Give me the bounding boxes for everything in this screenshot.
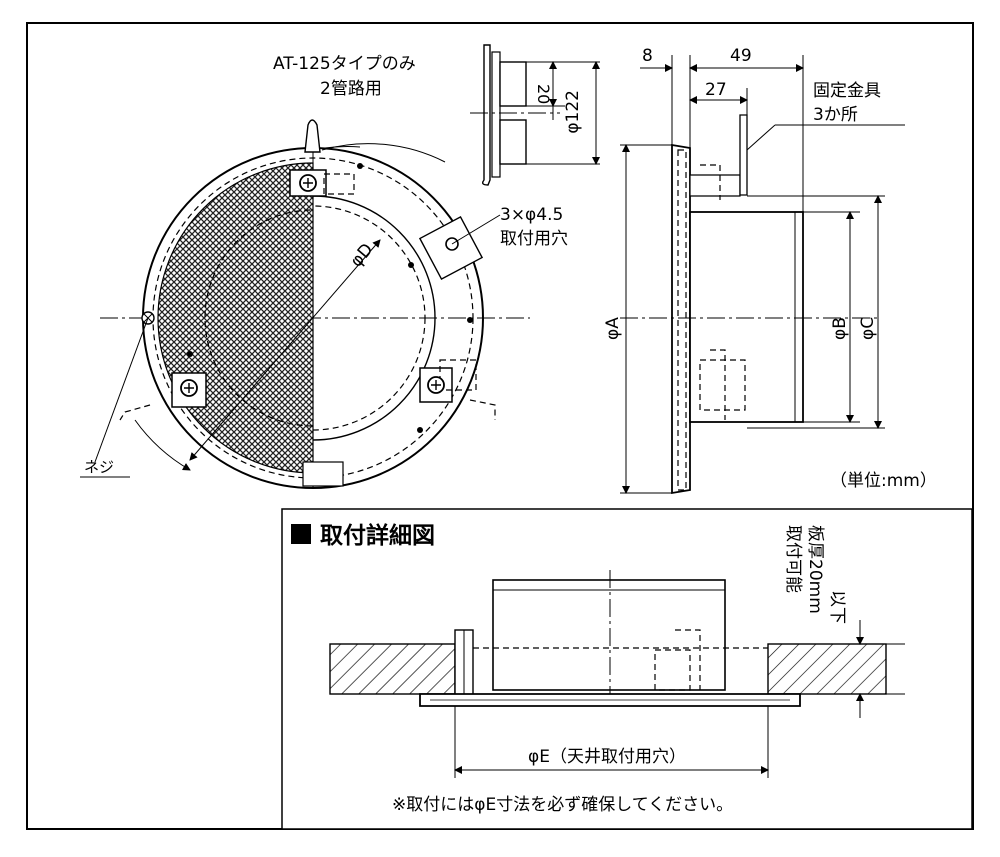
dual-duct-profile: 20 φ122: [470, 44, 600, 186]
fix-label-line1: 固定金具: [813, 81, 881, 101]
dim-phiB: φB: [830, 317, 850, 340]
phiD-dimension-line: [189, 239, 381, 461]
side-body: [689, 211, 804, 423]
dim-phiC: φC: [858, 317, 878, 340]
hole-label-line2: 取付用穴: [500, 229, 568, 249]
side-flange: [671, 143, 691, 495]
at125-label-line2: 2管路用: [320, 79, 382, 99]
phiD-label: φD: [347, 240, 378, 271]
thickness-line3: 以下: [827, 590, 847, 624]
dim-49: 49: [730, 46, 752, 66]
clamp-lower-left: [171, 372, 207, 408]
front-view: φD ネジ 3×φ4.5 取付用穴 AT-125タイプのみ 2管路用: [80, 54, 568, 490]
top-tab: [304, 119, 321, 153]
screw-label: ネジ: [84, 458, 114, 476]
clamp-lower-right: [419, 359, 477, 403]
thickness-line2: 板厚20mm: [805, 525, 825, 614]
phiE-label: φE（天井取付用穴）: [528, 747, 686, 767]
detail-panel: 取付詳細図 取付可能 板厚20mm 以下 φE（天井取付用穴） ※取付にはφE寸…: [281, 508, 973, 830]
side-view: 8 49 27 固定金具 3か所 φA φB φC （単位:mm）: [603, 46, 937, 495]
dim-8: 8: [642, 46, 653, 66]
detail-note: ※取付にはφE寸法を必ず確保してください。: [392, 795, 733, 815]
detail-title: 取付詳細図: [320, 522, 435, 549]
dim-phiA: φA: [603, 317, 623, 340]
detail-body: [492, 579, 726, 691]
dim-27: 27: [705, 80, 727, 100]
fix-label-line2: 3か所: [813, 105, 858, 125]
dim-20: 20: [534, 84, 553, 104]
thickness-line1: 取付可能: [783, 525, 803, 593]
dim-phi122: φ122: [563, 90, 583, 134]
hole-label-line1: 3×φ4.5: [500, 205, 563, 225]
clamp-top: [289, 169, 355, 197]
at125-label-line1: AT-125タイプのみ: [273, 54, 416, 74]
ceiling-right: [767, 643, 887, 695]
unit-label: （単位:mm）: [830, 471, 937, 491]
detail-title-square: [291, 524, 311, 544]
ceiling-left: [329, 643, 456, 695]
mount-hole-tab: [418, 215, 484, 281]
